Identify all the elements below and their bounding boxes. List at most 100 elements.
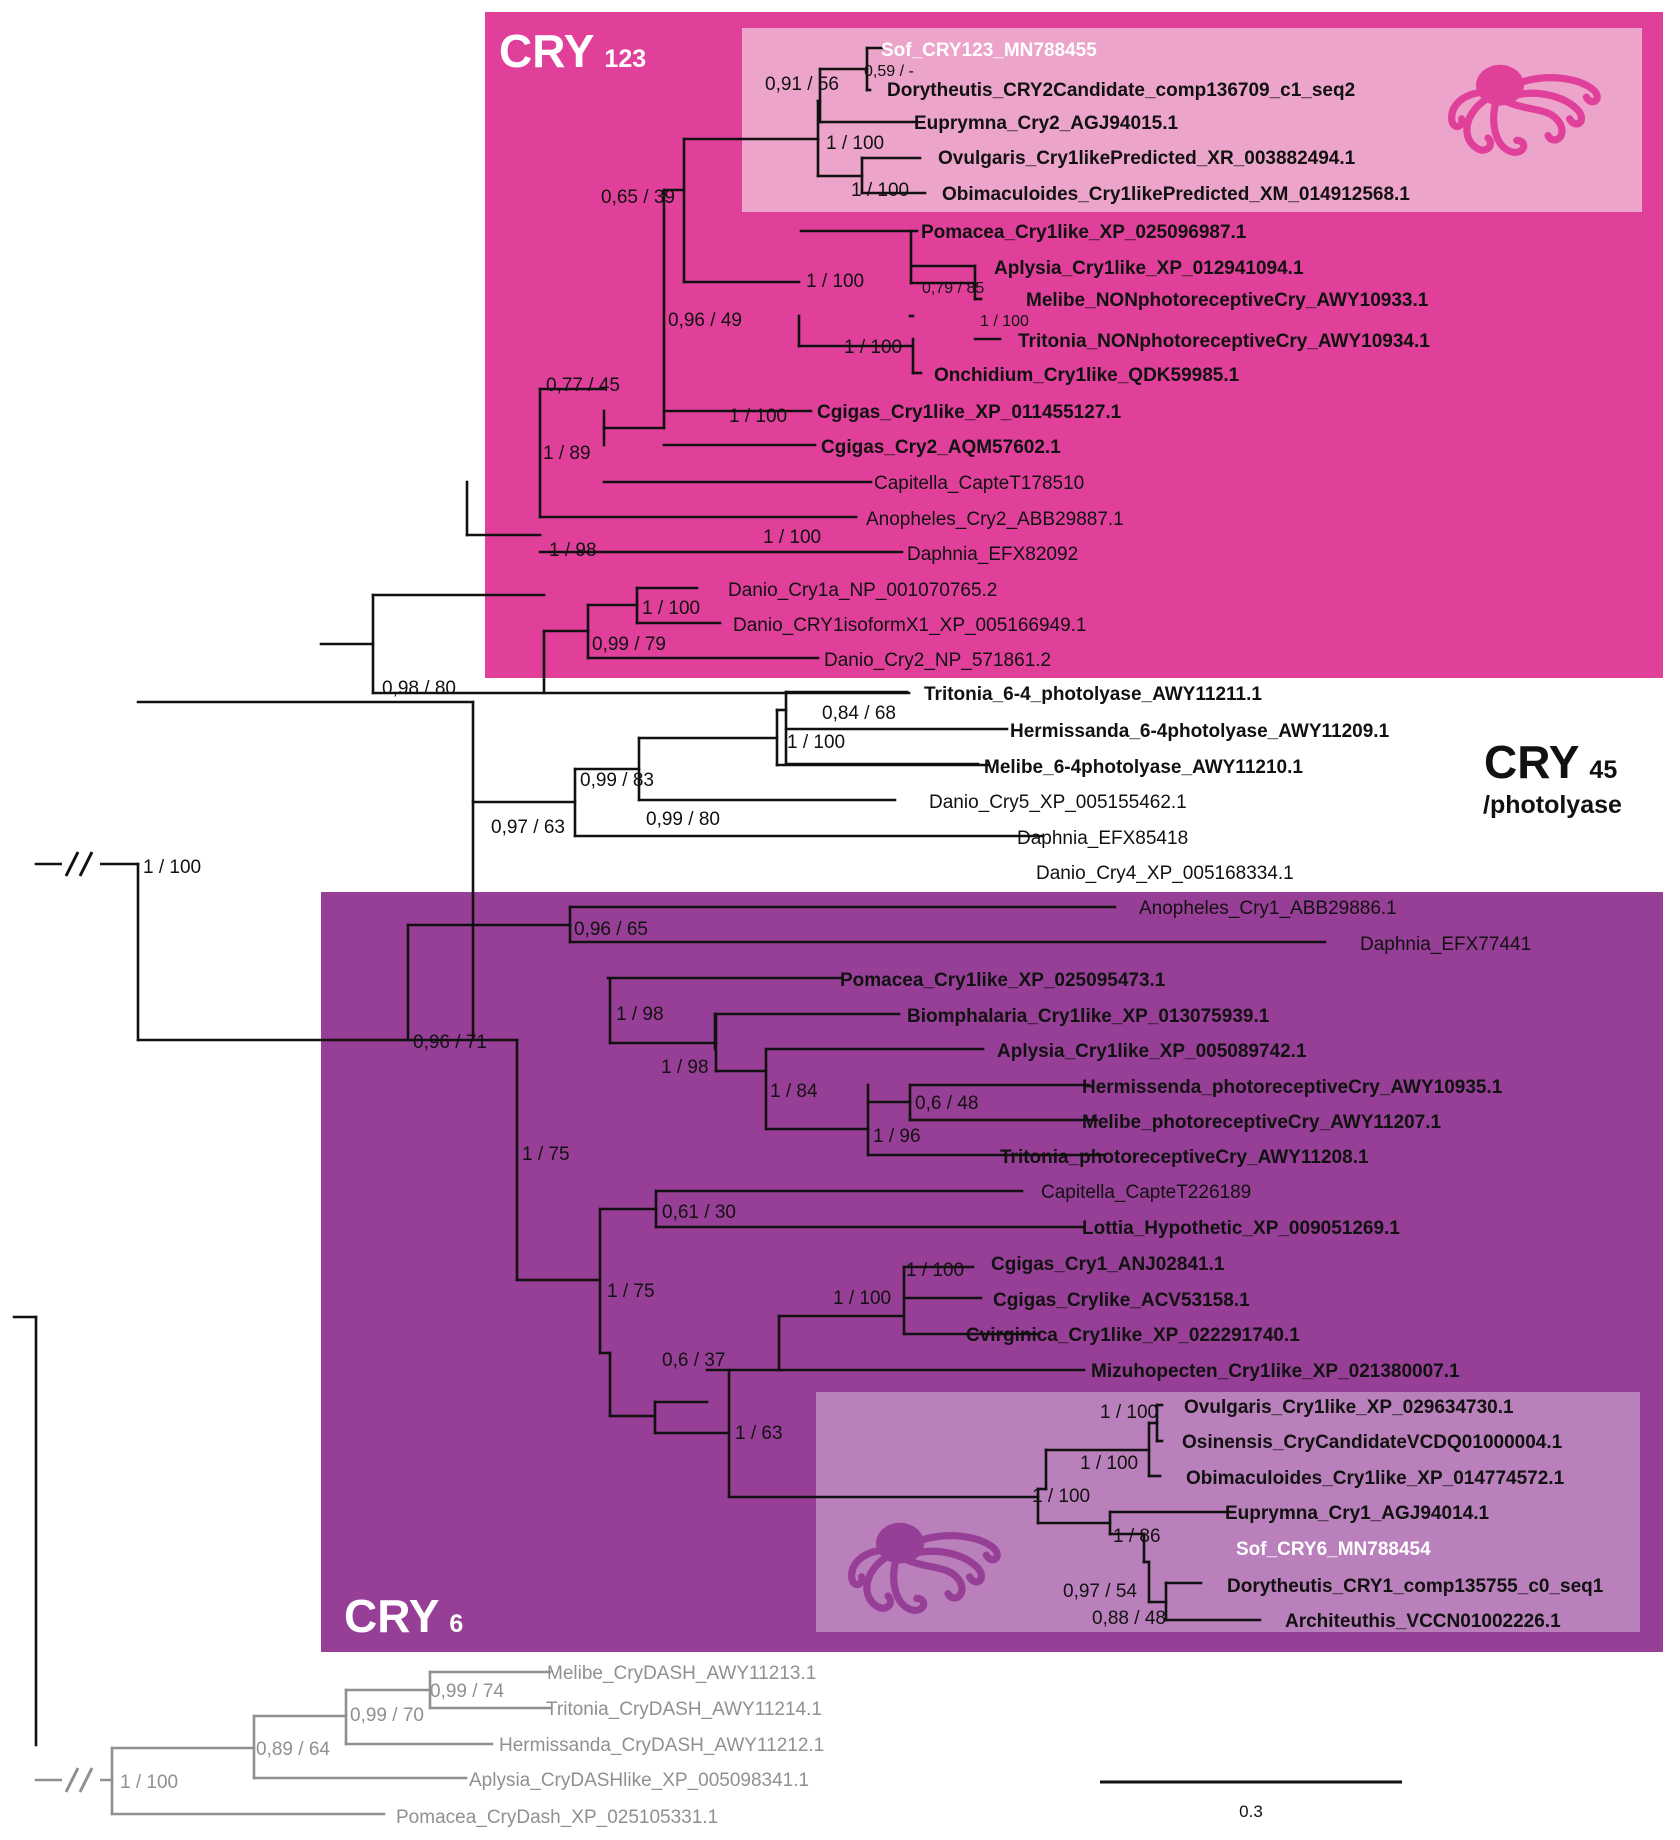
support-value: 1 / 86 <box>1113 1526 1161 1547</box>
support-value: 0,77 / 45 <box>546 375 620 396</box>
support-value: 1 / 75 <box>607 1281 655 1302</box>
taxon-label: Hermissanda_6-4photolyase_AWY11209.1 <box>1010 721 1390 742</box>
octopus-icon <box>1448 64 1601 157</box>
support-value: 0,59 / - <box>864 63 914 80</box>
support-value: 1 / 100 <box>729 406 787 427</box>
taxon-label: Obimaculoides_Cry1like_XP_014774572.1 <box>1186 1468 1565 1489</box>
taxon-label: Sof_CRY6_MN788454 <box>1236 1539 1431 1560</box>
cry123-group-label-sub: 123 <box>604 45 646 73</box>
taxon-label: Cgigas_Cry1like_XP_011455127.1 <box>817 402 1122 423</box>
taxon-label: Cvirginica_Cry1like_XP_022291740.1 <box>966 1325 1300 1346</box>
taxon-label: Anopheles_Cry2_ABB29887.1 <box>866 509 1124 530</box>
taxon-label: Pomacea_Cry1like_XP_025095473.1 <box>840 970 1166 991</box>
octopus-icon <box>848 1522 1001 1615</box>
support-value: 1 / 100 <box>143 857 201 878</box>
taxon-label: Danio_Cry5_XP_005155462.1 <box>929 792 1187 813</box>
cry45-group-label: CRY 45 <box>1484 736 1617 788</box>
taxon-label: Daphnia_EFX82092 <box>907 544 1078 565</box>
taxon-label: Lottia_Hypothetic_XP_009051269.1 <box>1082 1218 1400 1239</box>
taxon-label: Ovulgaris_Cry1like_XP_029634730.1 <box>1184 1397 1514 1418</box>
support-value: 0,99 / 80 <box>646 809 720 830</box>
support-value: 0,99 / 70 <box>350 1705 424 1726</box>
taxon-label: Biomphalaria_Cry1like_XP_013075939.1 <box>907 1006 1270 1027</box>
support-value: 1 / 100 <box>120 1772 178 1793</box>
support-value: 1 / 100 <box>826 133 884 154</box>
support-value: 1 / 100 <box>806 271 864 292</box>
support-value: 0,84 / 68 <box>822 703 896 724</box>
cry6-group-label-sub: 6 <box>449 1610 463 1638</box>
taxon-label: Ovulgaris_Cry1likePredicted_XR_003882494… <box>938 148 1356 169</box>
support-value: 1 / 100 <box>833 1288 891 1309</box>
support-value: 1 / 100 <box>1100 1402 1158 1423</box>
branch-break-mark <box>62 1767 100 1793</box>
cry6-group-label: CRY 6 <box>344 1590 463 1642</box>
taxon-label: Capitella_CapteT226189 <box>1041 1182 1251 1203</box>
cry45-group-label-sub: 45 <box>1589 756 1617 784</box>
support-value: 1 / 98 <box>616 1004 664 1025</box>
branch-break-mark <box>62 851 100 877</box>
support-value: 0,99 / 74 <box>430 1681 504 1702</box>
support-value: 0,89 / 64 <box>256 1739 330 1760</box>
support-value: 1 / 89 <box>543 443 591 464</box>
taxon-label: Danio_Cry1a_NP_001070765.2 <box>728 580 997 601</box>
support-value: 0,6 / 37 <box>662 1350 725 1371</box>
support-value: 0,88 / 48 <box>1092 1608 1166 1629</box>
taxon-label: Melibe_NONphotoreceptiveCry_AWY10933.1 <box>1026 290 1429 311</box>
taxon-label: Aplysia_Cry1like_XP_005089742.1 <box>997 1041 1307 1062</box>
taxon-label: Tritonia_NONphotoreceptiveCry_AWY10934.1 <box>1018 331 1430 352</box>
support-value: 0,65 / 39 <box>601 187 675 208</box>
taxon-label: Anopheles_Cry1_ABB29886.1 <box>1139 898 1397 919</box>
support-value: 1 / 75 <box>522 1144 570 1165</box>
support-value: 1 / 96 <box>873 1126 921 1147</box>
taxon-label: Architeuthis_VCCN01002226.1 <box>1285 1611 1561 1632</box>
support-value: 1 / 100 <box>1032 1486 1090 1507</box>
taxon-label: Cgigas_Cry2_AQM57602.1 <box>821 437 1061 458</box>
support-value: 0,96 / 65 <box>574 919 648 940</box>
support-value: 1 / 100 <box>980 313 1029 330</box>
taxon-label: Dorytheutis_CRY1_comp135755_c0_seq1 <box>1227 1576 1604 1597</box>
taxon-label: Hermissenda_photoreceptiveCry_AWY10935.1 <box>1082 1077 1503 1098</box>
support-value: 1 / 98 <box>661 1057 709 1078</box>
taxon-label: Pomacea_Cry1like_XP_025096987.1 <box>921 222 1247 243</box>
taxon-label: Mizuhopecten_Cry1like_XP_021380007.1 <box>1091 1361 1460 1382</box>
support-value: 1 / 100 <box>1080 1453 1138 1474</box>
taxon-label: Melibe_photoreceptiveCry_AWY11207.1 <box>1082 1112 1441 1133</box>
taxon-label: Osinensis_CryCandidateVCDQ01000004.1 <box>1182 1432 1563 1453</box>
taxon-label: Onchidium_Cry1like_QDK59985.1 <box>934 365 1240 386</box>
support-value: 1 / 98 <box>549 540 597 561</box>
taxon-label: Sof_CRY123_MN788455 <box>881 40 1097 61</box>
support-value: 0,99 / 79 <box>592 634 666 655</box>
cry45-group-note: /photolyase <box>1483 791 1622 819</box>
taxon-label: Euprymna_Cry2_AGJ94015.1 <box>914 113 1178 134</box>
taxon-label: Cgigas_Crylike_ACV53158.1 <box>993 1290 1250 1311</box>
scale-bar-label: 0.3 <box>1239 1802 1263 1821</box>
support-value: 1 / 63 <box>735 1423 783 1444</box>
support-value: 0,96 / 49 <box>668 310 742 331</box>
taxon-label: Tritonia_6-4_photolyase_AWY11211.1 <box>924 684 1262 705</box>
taxon-label: Euprymna_Cry1_AGJ94014.1 <box>1225 1503 1489 1524</box>
taxon-label: Capitella_CapteT178510 <box>874 473 1084 494</box>
support-value: 0,6 / 48 <box>915 1093 978 1114</box>
taxon-label: Aplysia_CryDASHlike_XP_005098341.1 <box>469 1770 809 1791</box>
support-value: 0,96 / 71 <box>413 1032 487 1053</box>
support-value: 1 / 100 <box>642 598 700 619</box>
support-value: 0,99 / 83 <box>580 770 654 791</box>
taxon-label: Tritonia_photoreceptiveCry_AWY11208.1 <box>1000 1147 1369 1168</box>
support-value: 1 / 100 <box>851 180 909 201</box>
taxon-label: Danio_Cry4_XP_005168334.1 <box>1036 863 1294 884</box>
taxon-label: Danio_CRY1isoformX1_XP_005166949.1 <box>733 615 1087 636</box>
taxon-label: Aplysia_Cry1like_XP_012941094.1 <box>994 258 1304 279</box>
support-value: 0,79 / 85 <box>922 280 984 297</box>
cry45-group-label-main: CRY <box>1484 736 1579 788</box>
taxon-label: Obimaculoides_Cry1likePredicted_XM_01491… <box>942 184 1410 205</box>
taxon-label: Cgigas_Cry1_ANJ02841.1 <box>991 1254 1225 1275</box>
cry6-group-label-main: CRY <box>344 1590 439 1642</box>
taxon-label: Dorytheutis_CRY2Candidate_comp136709_c1_… <box>887 80 1355 101</box>
taxon-label: Pomacea_CryDash_XP_025105331.1 <box>396 1807 718 1828</box>
taxon-label: Daphnia_EFX77441 <box>1360 934 1531 955</box>
taxon-label: Melibe_6-4photolyase_AWY11210.1 <box>984 757 1303 778</box>
support-value: 0,98 / 80 <box>382 678 456 699</box>
support-value: 1 / 100 <box>906 1260 964 1281</box>
